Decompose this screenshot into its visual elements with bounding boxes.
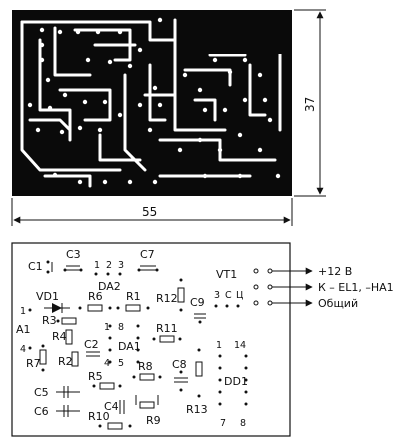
svg-text:C4: C4 — [104, 400, 119, 413]
svg-text:C7: C7 — [140, 248, 155, 261]
svg-text:8: 8 — [118, 322, 124, 333]
svg-text:C8: C8 — [172, 358, 187, 371]
resistor-r8: R8 — [132, 360, 162, 381]
resistor-r4: R4 — [52, 329, 73, 345]
svg-text:C2: C2 — [84, 338, 99, 351]
svg-text:R4: R4 — [52, 330, 67, 343]
ic-dd1: 1 14 DD1 7 8 — [216, 340, 248, 429]
svg-text:3: 3 — [214, 290, 220, 301]
svg-text:1: 1 — [216, 340, 222, 351]
svg-text:R1: R1 — [126, 290, 141, 303]
dimension-height-label: 37 — [303, 97, 317, 112]
pcb-pads — [27, 17, 281, 185]
output-load-label: К – EL1, –HA1 — [318, 281, 394, 294]
ic-da1: 1 8 DA1 4 5 — [104, 322, 141, 369]
pcb-layout: 55 37 — [11, 9, 326, 226]
transistor-vt1: VT1 3 C Ц — [214, 268, 243, 308]
svg-text:DA1: DA1 — [118, 340, 141, 353]
capacitor-c1: C1 — [28, 260, 53, 274]
resistor-r1: R1 — [116, 290, 150, 312]
svg-text:DD1: DD1 — [224, 375, 248, 388]
svg-text:R10: R10 — [88, 410, 110, 423]
capacitor-c2: C2 — [84, 338, 100, 357]
capacitor-c8: C8 — [172, 358, 188, 392]
svg-text:VT1: VT1 — [216, 268, 237, 281]
svg-text:C5: C5 — [34, 386, 49, 399]
svg-text:DA2: DA2 — [98, 280, 121, 293]
dimension-width-label: 55 — [142, 205, 157, 219]
svg-text:14: 14 — [234, 340, 246, 351]
capacitor-c3: C3 — [63, 248, 83, 272]
svg-text:R13: R13 — [186, 403, 208, 416]
svg-text:R11: R11 — [156, 322, 178, 335]
svg-text:7: 7 — [220, 418, 226, 429]
svg-text:1: 1 — [104, 322, 110, 333]
svg-text:1: 1 — [20, 306, 26, 317]
svg-text:C6: C6 — [34, 405, 49, 418]
svg-text:R6: R6 — [88, 290, 103, 303]
svg-text:R7: R7 — [26, 357, 41, 370]
svg-text:C3: C3 — [66, 248, 81, 261]
resistor-r10: R10 — [88, 410, 132, 430]
resistor-r11: R11 — [152, 322, 182, 343]
svg-text:2: 2 — [106, 260, 112, 271]
svg-text:5: 5 — [118, 358, 124, 369]
regulator-da2: 1 2 3 DA2 — [94, 260, 124, 293]
resistor-r2: R2 — [58, 351, 79, 368]
svg-text:C9: C9 — [190, 296, 205, 309]
svg-text:R3: R3 — [42, 314, 57, 327]
pcb-ground-pour — [178, 14, 288, 54]
output-common-label: Общий — [318, 297, 358, 310]
diode-vd1: VD1 — [36, 290, 70, 313]
svg-text:C1: C1 — [28, 260, 43, 273]
resistor-r3: R3 — [42, 314, 77, 327]
svg-text:R2: R2 — [58, 355, 73, 368]
svg-text:R8: R8 — [138, 360, 153, 373]
svg-text:R5: R5 — [88, 370, 103, 383]
svg-text:Ц: Ц — [236, 290, 243, 301]
output-connectors: +12 В К – EL1, –HA1 Общий — [253, 265, 394, 310]
svg-text:8: 8 — [240, 418, 246, 429]
svg-text:C: C — [225, 290, 232, 301]
resistor-r7: R7 — [26, 344, 47, 372]
svg-text:1: 1 — [94, 260, 100, 271]
output-12v-label: +12 В — [318, 265, 352, 278]
svg-text:R12: R12 — [156, 292, 178, 305]
dimension-width: 55 — [11, 198, 293, 226]
sensor-a1: 1 A1 4 — [16, 306, 32, 355]
svg-text:4: 4 — [104, 358, 110, 369]
placement-layout: C1 C3 C7 1 2 3 DA2 VT1 3 C Ц — [11, 242, 394, 437]
resistor-r6: R6 — [78, 290, 112, 312]
svg-text:VD1: VD1 — [36, 290, 59, 303]
dimension-height: 37 — [294, 9, 326, 197]
svg-text:3: 3 — [118, 260, 124, 271]
resistor-r5: R5 — [88, 370, 122, 390]
svg-text:R9: R9 — [146, 414, 161, 427]
capacitor-c4: C4 — [104, 400, 125, 414]
svg-text:4: 4 — [20, 344, 26, 355]
capacitor-c7: C7 — [137, 248, 159, 272]
svg-text:A1: A1 — [16, 323, 31, 336]
capacitor-c6: C6 — [34, 405, 80, 418]
capacitor-c9: C9 — [190, 296, 206, 324]
resistor-r12: R12 — [156, 278, 185, 312]
capacitor-c5: C5 — [34, 386, 80, 399]
resistor-r13: R13 — [186, 348, 208, 416]
resistor-r9: R9 — [135, 395, 161, 427]
